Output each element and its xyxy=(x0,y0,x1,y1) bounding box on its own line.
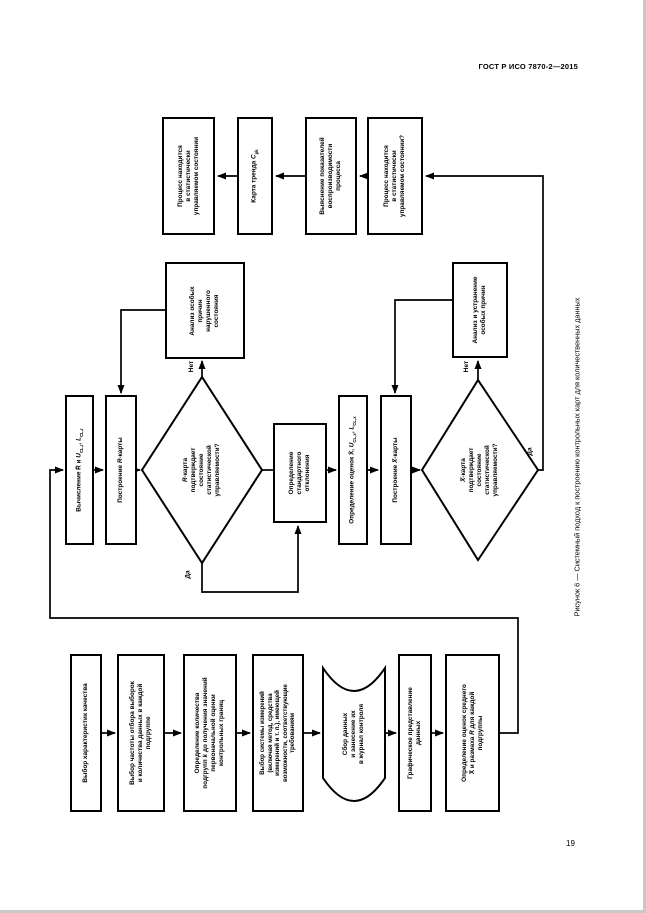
page-header: ГОСТ Р ИСО 7870-2—2015 xyxy=(478,62,578,71)
label-yes-r-chart: Да xyxy=(184,570,192,579)
label-no-x-chart: Нет xyxy=(463,360,471,373)
box-compute-r-limits-label: Вычисление R̄ и UCL,r, LCL,r xyxy=(75,428,84,512)
decision-x-chart-shape xyxy=(420,378,540,562)
box-cpk-trend-chart-label: Карта тренда Cpk xyxy=(250,149,259,203)
connector-lines xyxy=(49,172,544,737)
box-compute-x-limits-label: Определение оценок X̄, UCL,x, LCL,x xyxy=(348,416,357,524)
stored-data-shape xyxy=(322,664,386,802)
decision-r-chart-shape xyxy=(140,375,264,565)
box-select-characteristic: Выбор характеристик качества xyxy=(70,654,102,812)
label-no-r-chart: Нет xyxy=(188,360,196,373)
box-cpk-trend-chart: Карта тренда Cpk xyxy=(237,117,273,235)
box-select-measurement: Выбор системы измерений(включая метод, с… xyxy=(252,654,304,812)
box-plot-r-chart-label: Построение R-карты xyxy=(117,437,124,503)
figure-caption: Рисунок 6 — Системный подход к построени… xyxy=(572,297,582,617)
box-compute-r-limits: Вычисление R̄ и UCL,r, LCL,r xyxy=(65,395,94,545)
box-select-measurement-label: Выбор системы измерений(включая метод, с… xyxy=(258,684,297,782)
page-number: 19 xyxy=(566,839,575,848)
box-plot-r-chart: Построение R-карты xyxy=(105,395,137,545)
box-plot-x-chart-label: Построение X̄-карты xyxy=(392,437,399,503)
box-compute-x-limits: Определение оценок X̄, UCL,x, LCL,x xyxy=(338,395,368,545)
box-plot-x-chart: Построение X̄-карты xyxy=(380,395,412,545)
box-select-characteristic-label: Выбор характеристик качества xyxy=(82,683,89,783)
label-yes-x-chart: Да xyxy=(526,447,534,456)
